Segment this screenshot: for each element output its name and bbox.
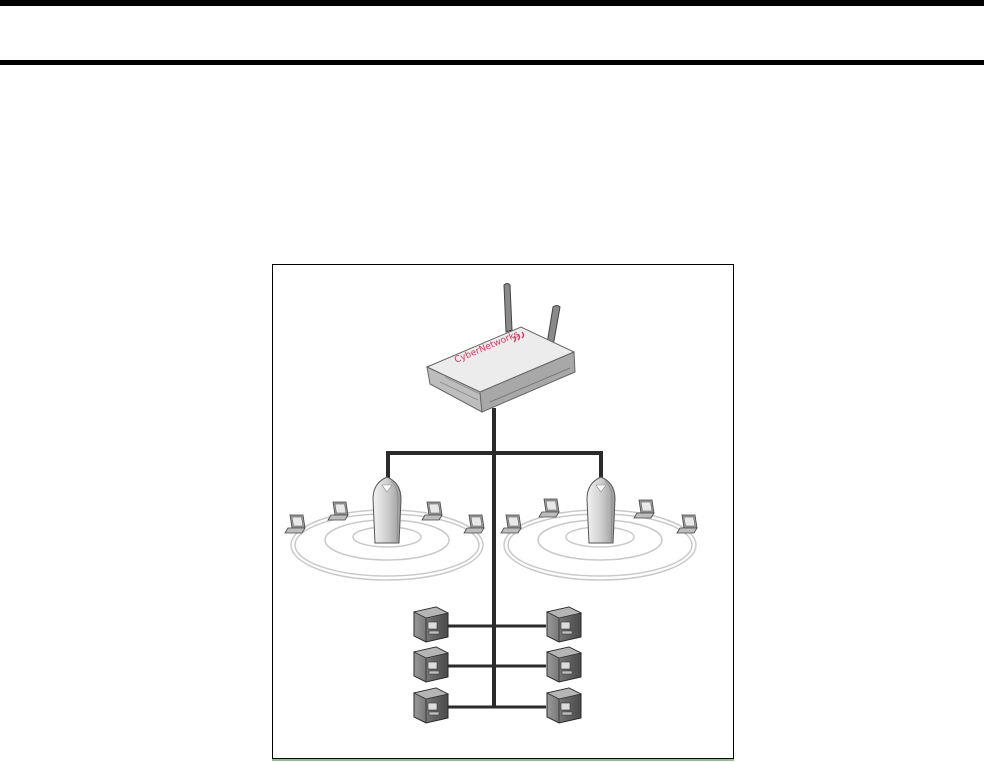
server-icon — [547, 688, 581, 723]
access-point-left — [373, 477, 401, 543]
wireless-router: CyberNetworks — [427, 284, 575, 413]
laptop-icon — [677, 515, 697, 533]
laptop-icon — [285, 515, 305, 533]
laptop-icon — [634, 500, 654, 518]
server-icon — [547, 647, 581, 682]
server-icon — [414, 607, 448, 642]
access-point-right — [587, 477, 615, 543]
laptop-icon — [328, 502, 348, 520]
server-cluster-right — [547, 607, 581, 723]
laptop-icon — [539, 499, 559, 517]
server-icon — [414, 688, 448, 723]
wireless-cell-right — [501, 477, 697, 580]
server-icon — [547, 607, 581, 642]
server-cluster-left — [414, 607, 448, 723]
laptop-icon — [501, 515, 521, 533]
laptop-icon — [464, 515, 484, 533]
laptop-icon — [422, 502, 442, 520]
wireless-cell-left — [285, 477, 484, 580]
server-icon — [414, 647, 448, 682]
